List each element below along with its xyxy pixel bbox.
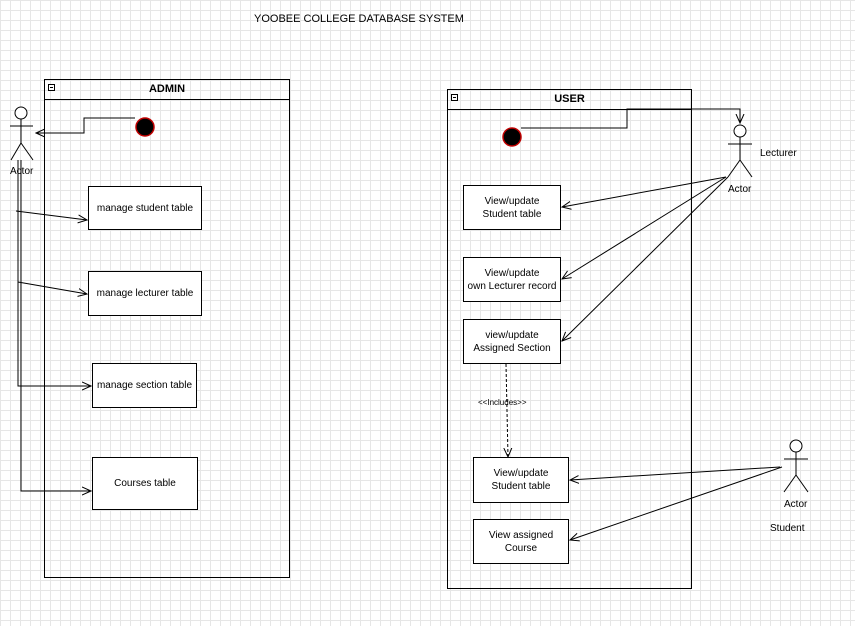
admin-actor-label: Actor — [10, 166, 34, 177]
student-actor-label: Actor — [784, 499, 808, 510]
lecturer-actor-icon[interactable] — [727, 124, 753, 178]
user-frame-header: USER — [448, 90, 691, 110]
diagram-title: YOOBEE COLLEGE DATABASE SYSTEM — [254, 13, 464, 25]
student-actor-icon[interactable] — [783, 439, 809, 493]
admin-frame-header: ADMIN — [45, 80, 289, 100]
user-header-label: USER — [554, 93, 585, 105]
use-case-view-update-assigned-section[interactable]: view/update Assigned Section — [463, 319, 561, 364]
admin-header-label: ADMIN — [148, 83, 186, 95]
use-case-view-update-student-table-2[interactable]: View/update Student table — [473, 457, 569, 503]
lecturer-role-label: Lecturer — [760, 148, 797, 159]
admin-actor-icon[interactable] — [10, 106, 34, 161]
includes-label: <<Includes>> — [478, 398, 527, 407]
use-case-view-assigned-course[interactable]: View assigned Course — [473, 519, 569, 564]
student-role-label: Student — [770, 523, 805, 534]
use-case-manage-section-table[interactable]: manage section table — [92, 363, 197, 408]
use-case-view-update-own-lecturer-record[interactable]: View/update own Lecturer record — [463, 257, 561, 302]
collapse-icon[interactable] — [451, 94, 458, 101]
use-case-manage-lecturer-table[interactable]: manage lecturer table — [88, 271, 202, 316]
use-case-courses-table[interactable]: Courses table — [92, 457, 198, 510]
use-case-manage-student-table[interactable]: manage student table — [88, 186, 202, 230]
lecturer-actor-label: Actor — [728, 184, 752, 195]
collapse-icon[interactable] — [48, 84, 55, 91]
use-case-view-update-student-table[interactable]: View/update Student table — [463, 185, 561, 230]
